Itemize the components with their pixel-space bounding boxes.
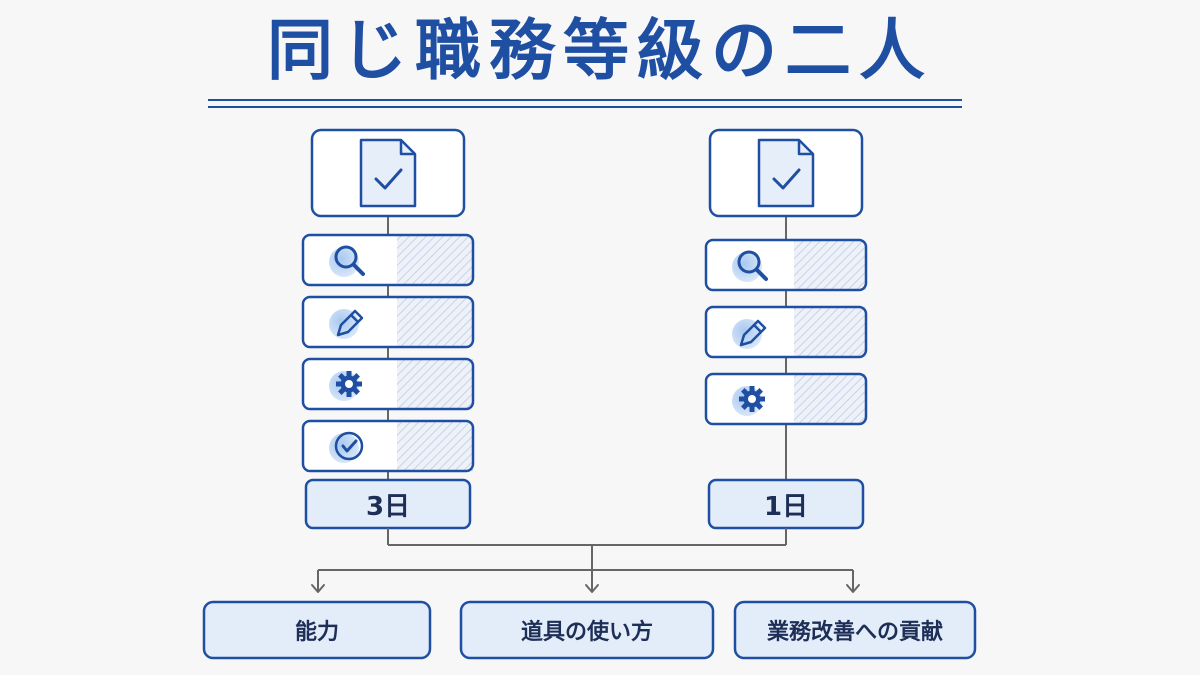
task-row-gap (397, 235, 473, 285)
merge-connector (318, 528, 853, 571)
category-box (459, 600, 715, 660)
person-column-left (301, 128, 475, 530)
person-column-right (704, 128, 868, 530)
document-check-icon (359, 138, 417, 208)
task-row-border (301, 295, 475, 349)
task-row (301, 233, 475, 287)
task-row-border (704, 238, 868, 292)
title-underline-thin (208, 106, 962, 108)
gear-icon (732, 386, 765, 416)
magnifier-icon (732, 250, 768, 282)
task-row-border (704, 305, 868, 359)
check-circle-icon (329, 431, 364, 463)
task-row (301, 295, 475, 349)
title-underline (208, 99, 962, 101)
task-row (704, 305, 868, 359)
task-row-border (704, 372, 868, 426)
task-row-gap (794, 374, 866, 424)
task-row-border (301, 357, 475, 411)
task-row (704, 372, 868, 426)
category-box (202, 600, 432, 660)
arrow-down-icon (585, 570, 599, 593)
page-title: 同じ職務等級の二人 (267, 12, 933, 89)
pencil-icon (329, 309, 364, 339)
task-row-gap (397, 421, 473, 471)
days-box (707, 478, 865, 530)
task-row-border (301, 419, 475, 473)
task-row (301, 357, 475, 411)
gear-icon (329, 371, 362, 401)
document-check-icon (757, 138, 815, 208)
arrow-down-icon (846, 570, 860, 593)
task-row (301, 419, 475, 473)
arrow-down-icon (311, 570, 325, 593)
task-row-border (301, 233, 475, 287)
pencil-icon (732, 319, 767, 349)
task-row (704, 238, 868, 292)
task-row-gap (397, 297, 473, 347)
task-row-gap (794, 240, 866, 290)
task-row-gap (794, 307, 866, 357)
magnifier-icon (329, 245, 365, 277)
days-box (304, 478, 472, 530)
task-row-gap (397, 359, 473, 409)
category-box (733, 600, 977, 660)
